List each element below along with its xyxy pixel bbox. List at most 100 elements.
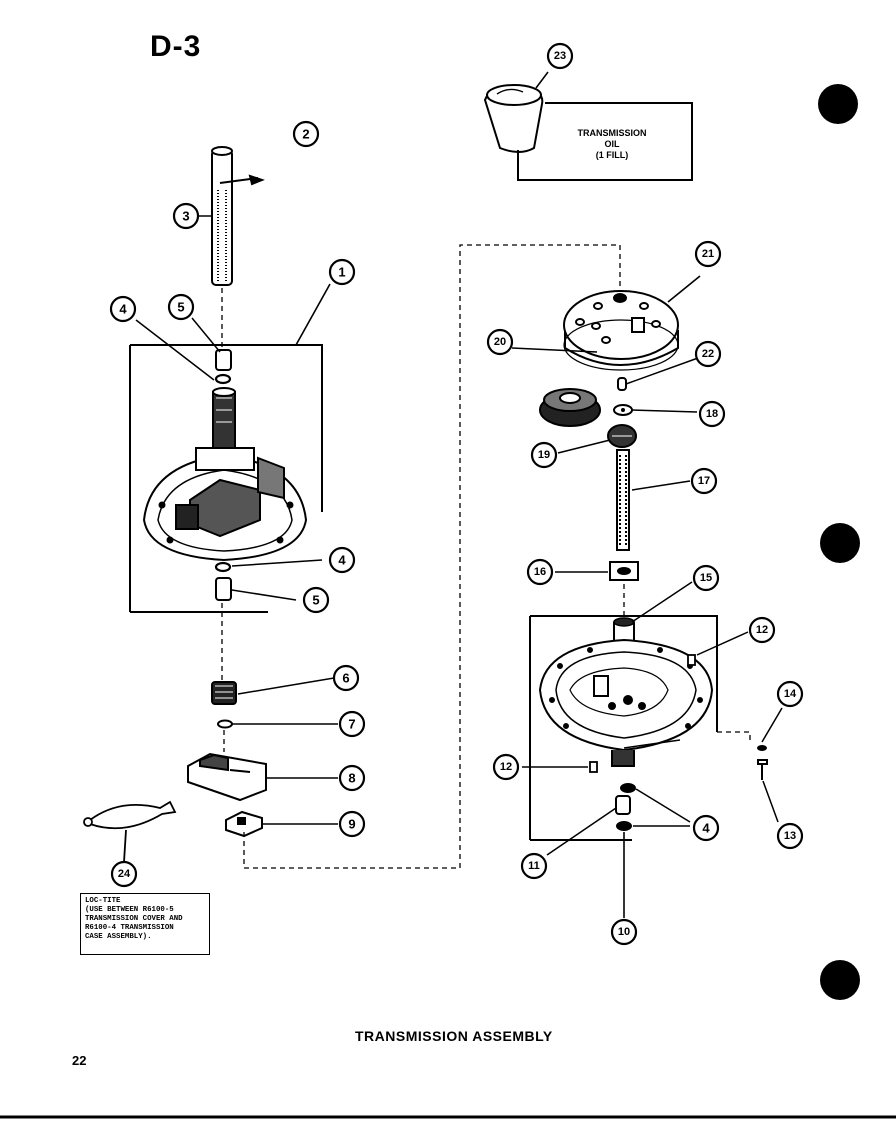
callout-7-label: 7 (348, 717, 355, 732)
oil-label-line-1: TRANSMISSION (577, 128, 647, 138)
callout-8 (338, 764, 366, 792)
callout-6-label: 6 (342, 671, 349, 686)
part-shaft-gear (607, 424, 637, 448)
part-pinion-gear (211, 681, 237, 705)
callout-4-right (692, 814, 720, 842)
callout-20-label: 20 (494, 336, 506, 348)
callout-4-right-label: 4 (702, 821, 710, 836)
oil-label: TRANSMISSION OIL (1 FILL) (552, 128, 672, 161)
part-yoke-block (609, 561, 639, 581)
part-cam-disk (563, 290, 679, 371)
part-ring-upper (214, 373, 232, 385)
callout-14 (776, 680, 804, 708)
binder-hole-middle (820, 523, 860, 563)
callout-8-label: 8 (348, 771, 355, 786)
callout-5-upper-label: 5 (177, 300, 184, 315)
part-screw-lower (589, 761, 598, 773)
binder-hole-bottom (820, 960, 860, 1000)
callout-16-label: 16 (534, 566, 546, 578)
part-ring-lower (214, 561, 232, 573)
part-drive-gear (539, 388, 601, 427)
callout-18-label: 18 (706, 408, 718, 420)
part-bushing-upper (215, 349, 232, 371)
callout-14-label: 14 (784, 688, 797, 700)
callout-12-lower-label: 12 (500, 761, 512, 773)
callout-21 (694, 240, 722, 268)
callout-4-upper (109, 295, 137, 323)
callout-4-upper-label: 4 (119, 302, 127, 317)
callout-17-label: 17 (698, 475, 710, 487)
callout-5-upper (167, 293, 195, 321)
callout-4-mid-label: 4 (338, 553, 346, 568)
callout-17 (690, 467, 718, 495)
callout-3 (172, 202, 200, 230)
oil-label-line-3: (1 FILL) (595, 150, 629, 160)
loctite-note: LOC-TITE (USE BETWEEN R6100-5 TRANSMISSI… (80, 893, 210, 955)
callout-19-label: 19 (538, 449, 550, 461)
callout-11-label: 11 (528, 860, 540, 872)
figure-title: TRANSMISSION ASSEMBLY (355, 1028, 553, 1044)
part-shaft-tube (211, 146, 265, 286)
callout-20 (486, 328, 514, 356)
callout-19 (530, 441, 558, 469)
callout-18 (698, 400, 726, 428)
leader-lines (135, 215, 783, 856)
callout-9-label: 9 (348, 817, 355, 832)
callout-23 (546, 42, 574, 70)
callout-6 (332, 664, 360, 692)
callout-1-label: 1 (338, 265, 345, 280)
callout-16 (526, 558, 554, 586)
part-seal-lower (616, 821, 632, 831)
callout-13-label: 13 (784, 830, 796, 842)
callout-12-upper (748, 616, 776, 644)
callout-7 (338, 710, 366, 738)
section-title: D-3 (150, 30, 202, 63)
callout-1 (328, 258, 356, 286)
callout-4-mid (328, 546, 356, 574)
callout-23-label: 23 (554, 50, 566, 62)
part-bushing-lower (215, 577, 232, 601)
part-seal-upper (620, 783, 636, 793)
callout-11 (520, 852, 548, 880)
callout-21-label: 21 (702, 248, 714, 260)
callout-2-label: 2 (302, 127, 309, 142)
dashed-connector (243, 244, 621, 869)
part-bushing-bottom (615, 795, 631, 815)
binder-hole-top (818, 84, 858, 124)
part-agitator-shaft (616, 449, 630, 551)
part-transmission-case (142, 387, 308, 562)
part-washer (217, 719, 233, 729)
part-slide-block (225, 810, 263, 838)
page-number: 22 (72, 1053, 87, 1068)
case-assembly-box (129, 283, 331, 613)
callout-10-label: 10 (618, 926, 630, 938)
callout-12-lower (492, 753, 520, 781)
part-loctite-tube (83, 800, 177, 863)
callout-13 (776, 822, 804, 850)
part-screw-upper (687, 654, 696, 666)
callout-22 (694, 340, 722, 368)
part-pin (617, 377, 627, 391)
callout-3-label: 3 (182, 209, 189, 224)
part-bolt (757, 759, 768, 780)
callout-24-label: 24 (118, 868, 131, 880)
callout-24 (110, 860, 138, 888)
callout-5-lower (302, 586, 330, 614)
cover-assembly-box (529, 615, 718, 841)
callout-2 (292, 120, 320, 148)
callout-5-lower-label: 5 (312, 593, 319, 608)
oil-label-line-2: OIL (604, 139, 620, 149)
part-oil-can (483, 84, 544, 153)
callout-9 (338, 810, 366, 838)
part-rack-block (187, 752, 267, 802)
callout-22-label: 22 (702, 348, 714, 360)
callout-10 (610, 918, 638, 946)
callout-15 (692, 564, 720, 592)
callout-15-label: 15 (700, 572, 712, 584)
part-lock-washer (757, 745, 767, 751)
oil-label-box (517, 102, 693, 181)
callout-12-upper-label: 12 (756, 624, 768, 636)
part-transmission-cover (538, 638, 714, 767)
